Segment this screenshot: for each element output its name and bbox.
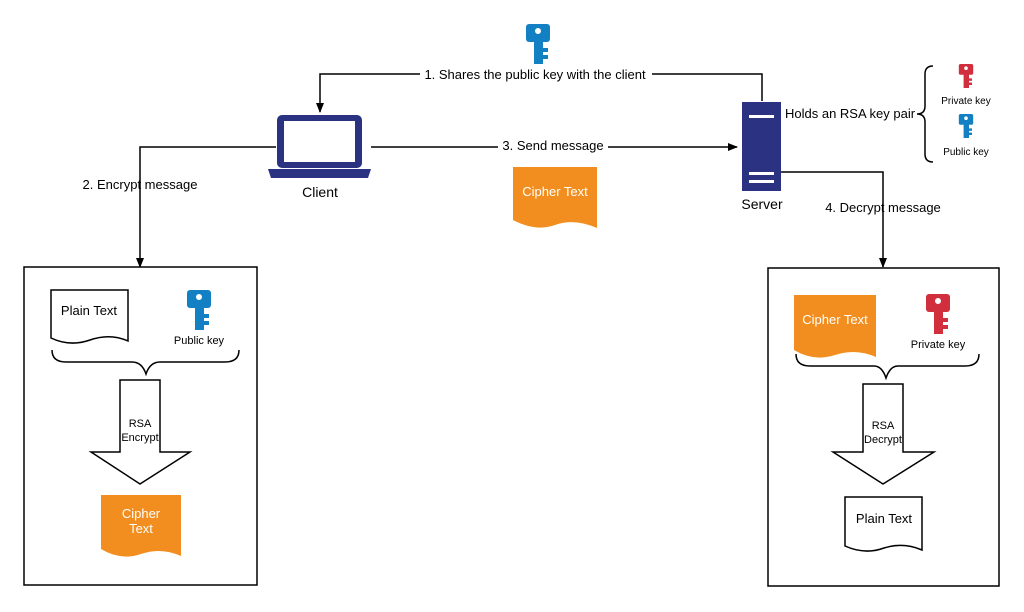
decrypt-inputs-brace <box>795 353 980 381</box>
client-label: Client <box>302 184 338 200</box>
connector-decrypt <box>781 171 887 268</box>
decrypt-input-document <box>794 295 876 358</box>
edge-label-encrypt: 2. Encrypt message <box>83 177 198 192</box>
public-key-icon <box>526 24 550 64</box>
plain-text-label: Plain Text <box>61 303 118 318</box>
decrypt-input-label: Cipher Text <box>802 312 868 327</box>
decrypt-key-label: Private key <box>911 339 966 351</box>
public-key-icon <box>187 290 211 330</box>
server-note-label: Holds an RSA key pair <box>785 106 916 121</box>
edge-label-decrypt: 4. Decrypt message <box>825 200 941 215</box>
encrypt-output-line2: Text <box>129 521 153 536</box>
server-icon <box>742 102 781 191</box>
rsa-encrypt-arrow <box>88 379 193 485</box>
edge-label-send-message: 3. Send message <box>502 138 603 153</box>
encrypt-inputs-brace <box>51 349 240 377</box>
connector-encrypt <box>136 146 276 268</box>
rsa-encrypt-line2: Encrypt <box>121 432 158 444</box>
server-label: Server <box>741 196 783 212</box>
plain-text-document <box>50 289 129 344</box>
server-public-key-label: Public key <box>943 147 989 158</box>
public-key-icon <box>958 114 974 138</box>
rsa-decrypt-line2: Decrypt <box>864 434 902 446</box>
decrypt-output-label: Plain Text <box>856 511 913 526</box>
cipher-text-label: Cipher Text <box>522 184 588 199</box>
encrypt-key-label: Public key <box>174 335 225 347</box>
rsa-decrypt-arrow <box>830 383 937 485</box>
laptop-icon <box>268 115 371 178</box>
cipher-text-document <box>513 167 597 228</box>
edge-label-share-key: 1. Shares the public key with the client <box>424 67 646 82</box>
rsa-decrypt-line1: RSA <box>872 420 895 432</box>
rsa-encrypt-line1: RSA <box>129 418 152 430</box>
decrypt-output-document <box>844 496 923 552</box>
server-private-key-label: Private key <box>941 96 990 107</box>
key-pair-brace <box>916 65 934 163</box>
encrypt-output-document <box>101 495 181 557</box>
encrypt-output-line1: Cipher <box>122 506 161 521</box>
private-key-icon <box>958 64 974 88</box>
private-key-icon <box>926 294 950 334</box>
